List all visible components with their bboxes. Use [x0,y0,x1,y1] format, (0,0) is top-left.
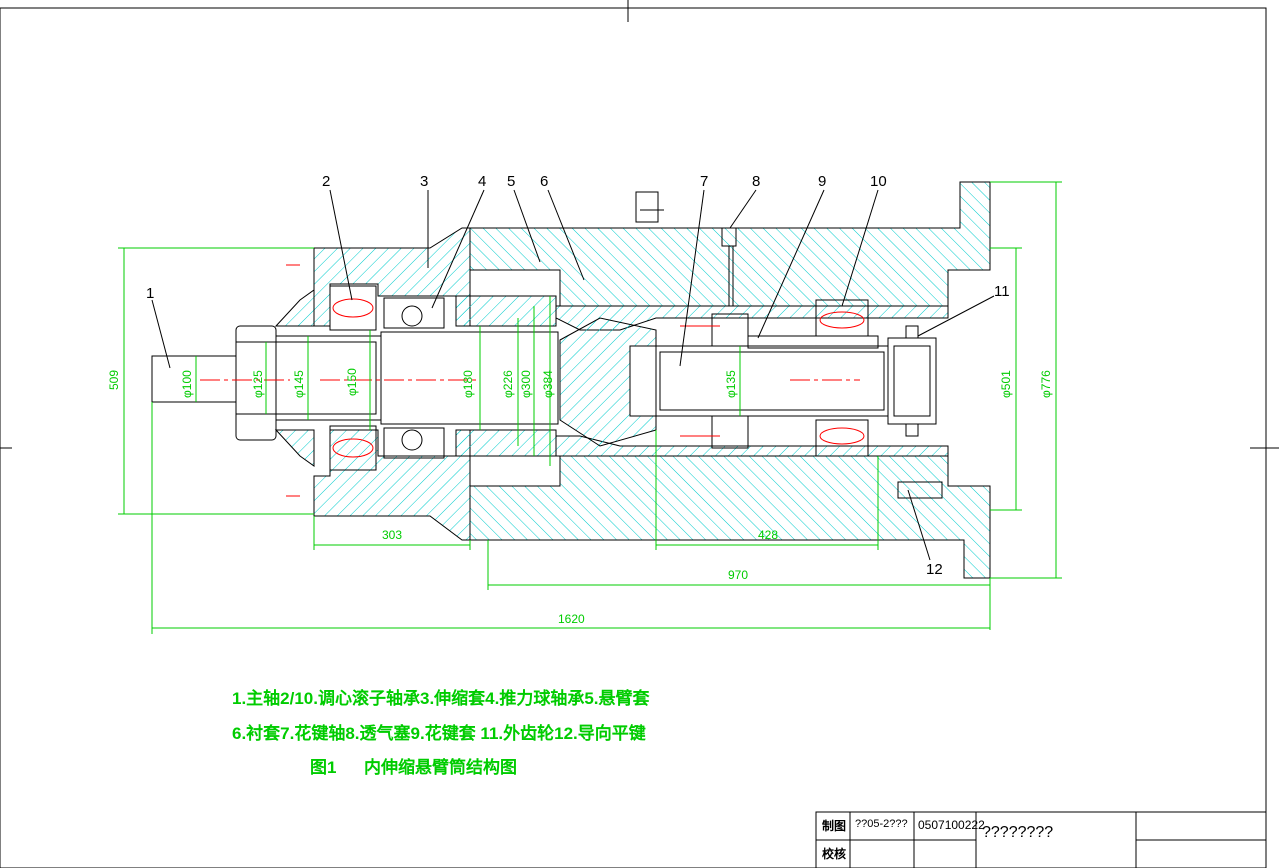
dim-776: φ776 [1039,370,1053,398]
center-lines [200,264,860,497]
part-number: 3 [420,173,428,190]
dim-970: 970 [728,568,748,582]
dim-135: φ135 [724,370,738,398]
dim-150: φ150 [345,368,359,396]
dim-509: 509 [107,370,121,390]
part-number: 9 [818,173,826,190]
title-block-check-label: 校核 [822,847,847,861]
title-block-grid [815,811,1267,868]
dim-501: φ501 [999,370,1013,398]
title-block-title: ???????? [982,824,1054,841]
figure-label: 图1 [310,758,337,777]
part-number: 2 [322,173,330,190]
part-number: 8 [752,173,760,190]
legend-line-2: 6.衬套7.花键轴8.透气塞9.花键套 11.外齿轮12.导向平键 [232,724,646,743]
dimension-labels: 509 φ100 φ125 φ145 φ150 φ180 φ226 φ300 φ… [107,368,1053,626]
bushing-section [555,305,949,457]
dim-100: φ100 [180,370,194,398]
dim-1620: 1620 [558,612,585,626]
breather-and-key [635,191,943,499]
end-cap-section [274,289,315,467]
dimension-lines [118,181,1062,634]
dim-303: 303 [382,528,402,542]
part-number: 6 [540,173,548,190]
part-number: 12 [926,561,943,578]
part-numbers: 1 2 3 4 5 6 7 8 9 10 11 12 [146,173,1010,578]
cantilever-sleeve-section [469,181,991,579]
title-block-name: ??05-2??? [855,818,908,830]
part-number: 5 [507,173,515,190]
dim-384: φ384 [541,370,555,398]
main-shaft [151,325,559,441]
figure-title: 内伸缩悬臂筒结构图 [364,758,517,777]
dim-428: 428 [758,528,778,542]
part-number: 7 [700,173,708,190]
dim-125: φ125 [251,370,265,398]
part-number: 11 [994,283,1010,300]
part-number: 4 [478,173,486,190]
dim-300: φ300 [519,370,533,398]
dim-180: φ180 [461,370,475,398]
title-block-draw-label: 制图 [822,819,847,833]
spline-shaft [655,313,889,449]
part-number: 1 [146,285,154,302]
part-number: 10 [870,173,887,190]
title-block-number: 0507100222 [918,818,985,832]
external-gear [887,325,937,437]
legend-line-1: 1.主轴2/10.调心滚子轴承3.伸缩套4.推力球轴承5.悬臂套 [232,689,650,708]
dim-226: φ226 [501,370,515,398]
leader-lines [151,189,995,561]
dim-145: φ145 [292,370,306,398]
